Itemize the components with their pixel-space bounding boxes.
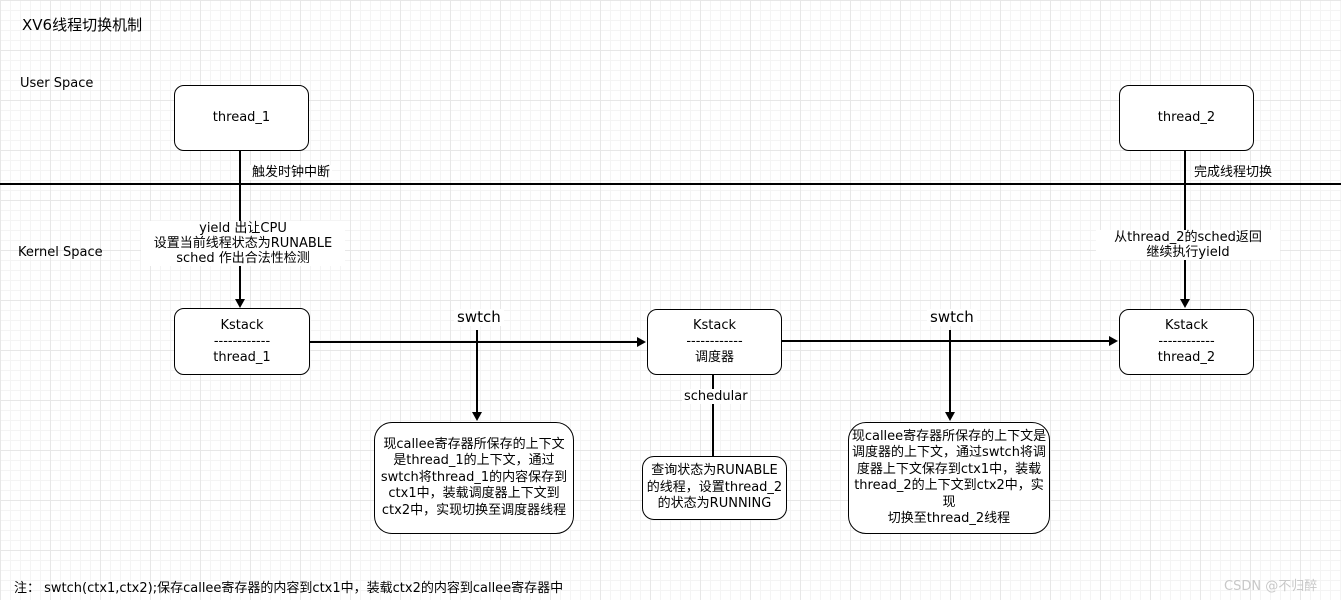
arrowhead-down-icon [945, 412, 955, 421]
callout-pick-runnable: 查询状态为RUNABLE 的线程，设置thread_2 的状态为RUNNING [642, 456, 787, 520]
user-space-label: User Space [20, 76, 94, 91]
edge-thread2-to-kstack3 [1184, 151, 1186, 299]
footnote: 注： swtch(ctx1,ctx2);保存callee寄存器的内容到ctx1中… [14, 581, 564, 596]
yield-steps-label: yield 出让CPU 设置当前线程状态为RUNABLE sched 作出合法性… [141, 221, 345, 266]
schedular-label: schedular [682, 389, 750, 404]
edge-swtch2-to-callout [949, 330, 951, 412]
kstack-dashes: ------------ [213, 333, 271, 349]
node-thread2-label: thread_2 [1157, 110, 1216, 125]
kstack-owner: thread_1 [213, 349, 271, 365]
timer-interrupt-label: 触发时钟中断 [250, 165, 333, 180]
kernel-space-label: Kernel Space [18, 245, 103, 260]
callout-save-scheduler-context: 现callee寄存器所保存的上下文是 调度器的上下文，通过swtch将调 度器上… [848, 422, 1050, 534]
arrowhead-down-icon [235, 299, 245, 308]
csdn-watermark: CSDN @不归醉 [1224, 579, 1318, 594]
kstack-dashes: ------------ [1158, 334, 1215, 349]
arrowhead-down-icon [1180, 299, 1190, 308]
switch-done-label: 完成线程切换 [1192, 165, 1275, 180]
kstack-title: Kstack [220, 317, 264, 333]
swtch-label-left: swtch [454, 309, 504, 326]
arrowhead-right-icon [1109, 336, 1118, 346]
node-thread1: thread_1 [174, 85, 309, 151]
kstack-title: Kstack [1164, 318, 1209, 333]
arrowhead-down-icon [472, 412, 482, 421]
node-kstack-thread2: Kstack ------------ thread_2 [1119, 309, 1254, 375]
diagram-title: XV6线程切换机制 [22, 16, 143, 34]
edge-kstack2-to-callout [712, 375, 714, 456]
node-thread1-label: thread_1 [212, 110, 271, 125]
callout-save-thread1-context: 现callee寄存器所保存的上下文 是thread_1的上下文，通过 swtch… [374, 422, 574, 534]
kstack-dashes: ------------ [686, 334, 743, 349]
node-kstack-scheduler: Kstack ------------ 调度器 [647, 309, 782, 375]
edge-swtch1-to-callout [476, 330, 478, 412]
swtch-label-right: swtch [927, 309, 977, 326]
kstack-owner: thread_2 [1157, 350, 1216, 365]
edge-kstack2-to-kstack3 [781, 340, 1109, 342]
arrowhead-right-icon [637, 337, 646, 347]
edge-kstack1-to-kstack2 [310, 341, 637, 343]
node-kstack-thread1: Kstack ------------ thread_1 [174, 308, 310, 375]
kstack-title: Kstack [692, 318, 737, 333]
user-kernel-divider-line [0, 183, 1341, 185]
node-thread2: thread_2 [1119, 85, 1254, 151]
kstack-owner: 调度器 [694, 350, 734, 365]
sched-return-label: 从thread_2的sched返回 继续执行yield [1096, 230, 1280, 260]
